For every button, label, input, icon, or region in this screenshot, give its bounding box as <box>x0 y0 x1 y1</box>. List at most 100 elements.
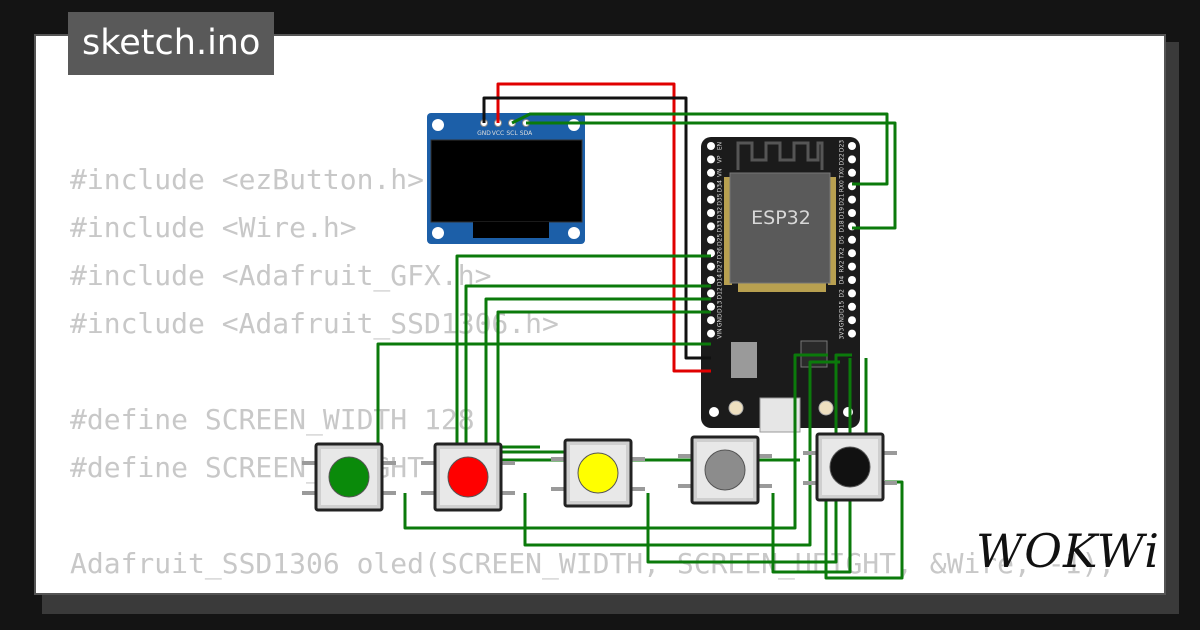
esp32-pin[interactable] <box>848 249 856 258</box>
esp32-pin[interactable] <box>707 276 715 284</box>
esp32-pin[interactable] <box>848 142 856 150</box>
esp32-pin-label: D22 <box>839 153 846 165</box>
esp32-pin[interactable] <box>707 142 715 150</box>
esp32-pin[interactable] <box>707 182 715 191</box>
boot-button[interactable] <box>728 400 744 416</box>
esp32-pin[interactable] <box>848 209 856 217</box>
esp32-pin[interactable] <box>707 235 715 244</box>
signal-wire <box>484 297 711 454</box>
antenna-trace <box>736 141 824 170</box>
esp32-pin-label: D5 <box>839 235 846 244</box>
esp32-pin[interactable] <box>707 168 715 177</box>
esp32-pin[interactable] <box>707 329 715 338</box>
esp32-pin-label: TX0 <box>839 167 846 180</box>
button-grey[interactable] <box>678 435 772 505</box>
esp32-pin-label: D32 <box>717 207 724 219</box>
button-yellow[interactable] <box>551 438 645 508</box>
esp32-pin-label: TX2 <box>839 247 846 260</box>
code-line: Adafruit_SSD1306 oled(SCREEN_WIDTH, SCRE… <box>70 547 1116 580</box>
file-tab[interactable]: sketch.ino <box>68 12 275 75</box>
esp32-pin-label: 3V3 <box>839 328 846 340</box>
code-line: #include <ezButton.h> <box>70 163 425 196</box>
esp32-pin-label: GND <box>839 313 846 327</box>
signal-wire <box>496 310 711 449</box>
signal-wire <box>376 342 711 448</box>
esp32-pin-label: D4 <box>839 276 846 285</box>
oled-ribbon <box>473 222 549 238</box>
esp32-pin[interactable] <box>707 316 715 325</box>
esp32-pin-label: VP <box>717 155 724 163</box>
esp32-pin[interactable] <box>707 289 715 298</box>
esp32-pin-label: D25 <box>717 233 724 245</box>
oled-pin-label: VCC <box>492 130 504 137</box>
code-line: #include <Wire.h> <box>70 211 357 244</box>
esp32-board[interactable]: ESP32 ENVPVND34D35D32D33D25D26D27D14D12D… <box>701 137 860 433</box>
code-line: #define SCREEN_WIDTH 128 <box>70 403 475 436</box>
esp32-pin-label: RX0 <box>839 180 846 192</box>
esp32-pin-label: D33 <box>717 220 724 232</box>
esp32-pin[interactable] <box>848 329 856 338</box>
voltage-regulator <box>731 342 757 378</box>
esp32-pin-label: D21 <box>839 193 846 205</box>
signal-wire <box>455 254 711 455</box>
esp32-pin[interactable] <box>848 289 856 298</box>
esp32-pin-label: D2 <box>839 289 846 298</box>
signal-wire <box>403 353 828 530</box>
esp32-pin-label: D12 <box>717 287 724 299</box>
wokwi-logo: WOKWi <box>976 524 1160 578</box>
esp32-pin[interactable] <box>848 276 856 284</box>
signal-wire <box>523 360 840 547</box>
button-black[interactable] <box>803 432 897 502</box>
esp32-pin[interactable] <box>707 155 715 164</box>
esp32-pin[interactable] <box>848 195 856 204</box>
oled-pin-label: SCL <box>506 130 518 137</box>
esp32-pin-label: D13 <box>717 300 724 312</box>
signal-wire <box>526 121 897 230</box>
ground-wire <box>482 96 711 360</box>
esp32-pin[interactable] <box>707 222 715 231</box>
code-line: #include <Adafruit_GFX.h> <box>70 259 492 292</box>
esp32-pin[interactable] <box>848 155 856 164</box>
esp32-pin-label: RX2 <box>839 260 846 272</box>
esp32-pin[interactable] <box>848 168 856 177</box>
esp32-pin-label: D27 <box>717 260 724 272</box>
esp32-pin-label: D15 <box>839 300 846 312</box>
esp32-pin-label: GND <box>717 313 724 327</box>
esp32-pin-label: D34 <box>717 180 724 192</box>
oled-screen <box>430 139 583 223</box>
oled-pin-label: GND <box>477 130 491 137</box>
esp32-pin[interactable] <box>848 302 856 311</box>
oled-pin-label: SDA <box>520 130 533 137</box>
esp32-pin-label: D26 <box>717 247 724 259</box>
esp32-pin-label: D18 <box>839 220 846 232</box>
esp32-pin[interactable] <box>848 262 856 271</box>
esp32-right-header: D23D22TX0RX0D21D19D18D5TX2RX2D4D2D15GND3… <box>839 140 856 340</box>
esp32-pin-label: D35 <box>717 193 724 205</box>
esp32-pin-label: EN <box>717 142 724 150</box>
signal-wire <box>646 353 852 564</box>
esp32-pin[interactable] <box>707 195 715 204</box>
esp32-chip-label: ESP32 <box>751 207 811 229</box>
esp32-pin-label: VIN <box>717 328 724 338</box>
esp32-pin-label: VN <box>717 169 724 178</box>
pushbuttons <box>302 432 897 512</box>
reset-button[interactable] <box>818 400 834 416</box>
esp32-module <box>729 172 831 284</box>
esp32-pin-label: D19 <box>839 207 846 219</box>
esp32-pin[interactable] <box>707 209 715 217</box>
esp32-pin[interactable] <box>848 235 856 244</box>
mount-hole <box>709 407 719 417</box>
esp32-pin[interactable] <box>848 316 856 325</box>
button-green[interactable] <box>302 442 396 512</box>
preview-card: #include <ezButton.h> #include <Wire.h> #i… <box>34 34 1166 595</box>
button-red[interactable] <box>421 442 515 512</box>
esp32-pin[interactable] <box>707 262 715 271</box>
esp32-pin-label: D23 <box>839 140 846 152</box>
usb-port[interactable] <box>759 397 801 433</box>
esp32-left-header: EN VP VN D34D35D32D33D25D26D27D14D12D13GNDV… <box>707 142 724 339</box>
esp32-pin[interactable] <box>707 302 715 311</box>
esp32-pin-label: D14 <box>717 274 724 286</box>
signal-wire <box>511 112 889 186</box>
